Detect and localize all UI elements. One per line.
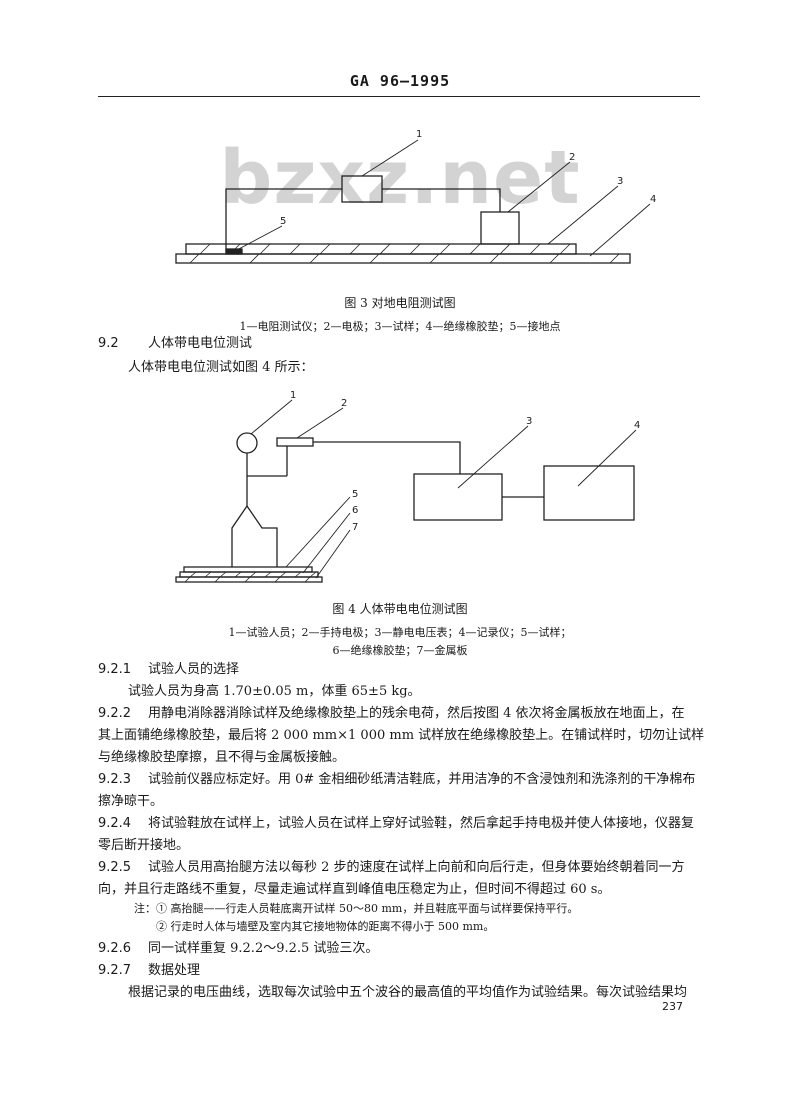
section-title: 试验人员的选择 (148, 662, 240, 677)
figure-4-legend-line-2: 6—绝缘橡胶垫；7—金属板 (332, 644, 468, 657)
figure-3-diagram: 1 2 3 4 5 (175, 129, 656, 264)
fig3-label-2: 2 (569, 152, 575, 163)
figure-4-caption: 图 4 人体带电电位测试图 (332, 602, 468, 616)
section-9-2-7-heading: 9.2.7 数据处理 (98, 959, 200, 978)
fig4-label-5: 5 (352, 489, 358, 500)
fig3-label-5: 5 (280, 216, 286, 227)
section-number: 9.2.7 (98, 963, 132, 978)
section-9-2-3-line-1: 9.2.3 试验前仪器应标定好。用 0# 金相细砂纸清洁鞋底，并用洁净的不含浸蚀剂… (98, 768, 695, 787)
paragraph-text: 用静电消除器消除试样及绝缘橡胶垫上的残余电荷，然后按图 4 依次将金属板放在地面… (148, 706, 685, 721)
section-9-2-2-line-3: 与绝缘橡胶垫摩擦，且不得与金属板接触。 (98, 750, 346, 765)
section-number: 9.2 (98, 336, 119, 351)
section-9-2-5-line-2: 向，并且行走路线不重复，尽量走遍试样直到峰值电压稳定为止，但时间不得超过 60 … (98, 882, 611, 897)
fig4-label-3: 3 (526, 416, 532, 427)
note-1: 注：① 高抬腿——行走人员鞋底离开试样 50～80 mm，并且鞋底平面与试样要保… (134, 902, 579, 915)
paragraph-text: 试验前仪器应标定好。用 0# 金相细砂纸清洁鞋底，并用洁净的不含浸蚀剂和洗涤剂的… (148, 772, 696, 787)
figure-3-caption: 图 3 对地电阻测试图 (344, 296, 456, 310)
section-number: 9.2.2 (98, 706, 132, 721)
fig4-label-1: 1 (290, 390, 296, 401)
section-9-2-2-line-2: 其上面铺绝缘橡胶垫，最后将 2 000 mm×1 000 mm 试样放在绝缘橡胶… (98, 728, 705, 743)
watermark: bzxz.net (219, 135, 581, 221)
paragraph-text: 试验人员用高抬腿方法以每秒 2 步的速度在试样上向前和向后行走，但身体要始终朝着… (148, 860, 685, 875)
section-9-2-intro: 人体带电电位测试如图 4 所示： (128, 360, 314, 375)
fig4-label-7: 7 (352, 522, 358, 533)
figure-4-legend-line-1: 1—试验人员；2—手持电极；3—静电电压表；4—记录仪；5—试样； (228, 626, 572, 639)
note-2: ② 行走时人体与墙壁及室内其它接地物体的距离不得小于 500 mm。 (156, 920, 495, 933)
section-9-2-7-text: 根据记录的电压曲线，选取每次试验中五个波谷的最高值的平均值作为试验结果。每次试验… (128, 985, 688, 1000)
section-9-2-4-line-2: 零后断开接地。 (98, 838, 190, 853)
standard-code-header: GA 96—1995 (349, 72, 451, 90)
section-9-2-3-line-2: 擦净晾干。 (98, 794, 164, 809)
section-number: 9.2.6 (98, 941, 132, 956)
fig3-label-4: 4 (650, 194, 656, 205)
paragraph-text: 将试验鞋放在试样上，试验人员在试样上穿好试验鞋，然后拿起手持电极并使人体接地，仪… (148, 816, 695, 831)
fig4-label-6: 6 (352, 505, 358, 516)
section-title: 人体带电电位测试 (148, 336, 253, 351)
fig4-label-4: 4 (634, 420, 640, 431)
section-number: 9.2.3 (98, 772, 132, 787)
figure-4-diagram: 1 2 3 4 5 6 7 (175, 390, 640, 583)
fig4-label-2: 2 (341, 398, 347, 409)
section-number: 9.2.1 (98, 662, 132, 677)
section-title: 数据处理 (148, 963, 201, 978)
section-9-2-2-line-1: 9.2.2 用静电消除器消除试样及绝缘橡胶垫上的残余电荷，然后按图 4 依次将金属… (98, 702, 685, 721)
figure-3-legend: 1—电阻测试仪；2—电极；3—试样；4—绝缘橡胶垫；5—接地点 (239, 320, 561, 333)
section-number: 9.2.4 (98, 816, 132, 831)
section-9-2-5-line-1: 9.2.5 试验人员用高抬腿方法以每秒 2 步的速度在试样上向前和向后行走，但身体… (98, 856, 685, 875)
page-number: 237 (662, 1000, 683, 1013)
section-9-2-6-heading: 9.2.6 同一试样重复 9.2.2～9.2.5 试验三次。 (98, 937, 378, 956)
section-number: 9.2.5 (98, 860, 132, 875)
section-9-2-heading: 9.2 人体带电电位测试 (98, 332, 252, 351)
section-9-2-1-text: 试验人员为身高 1.70±0.05 m，体重 65±5 kg。 (128, 684, 421, 699)
fig3-label-1: 1 (416, 129, 422, 140)
header-rule (98, 96, 700, 97)
fig3-label-3: 3 (617, 176, 623, 187)
section-9-2-4-line-1: 9.2.4 将试验鞋放在试样上，试验人员在试样上穿好试验鞋，然后拿起手持电极并使人… (98, 812, 694, 831)
paragraph-text: 同一试样重复 9.2.2～9.2.5 试验三次。 (148, 941, 379, 956)
section-9-2-1-heading: 9.2.1 试验人员的选择 (98, 658, 239, 677)
